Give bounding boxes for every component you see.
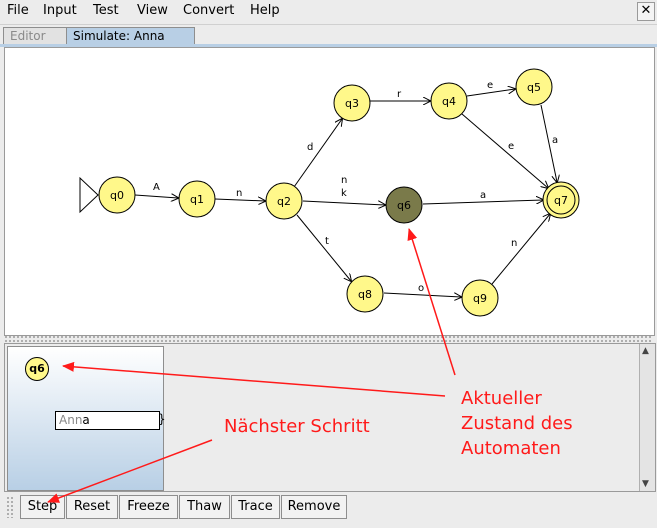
trace-button[interactable]: Trace	[231, 495, 280, 519]
tab-bar: Editor Simulate: Anna	[0, 25, 657, 45]
menu-convert[interactable]: Convert	[183, 3, 235, 18]
menu-input[interactable]: Input	[43, 3, 77, 18]
toolbar-grip[interactable]	[6, 496, 14, 518]
scroll-up-icon[interactable]: ▲	[642, 346, 649, 356]
reset-button[interactable]: Reset	[66, 495, 118, 519]
vertical-scrollbar[interactable]: ▲ ▼	[639, 344, 655, 491]
splitter-handle[interactable]	[4, 335, 653, 342]
annotation-current-state: Aktueller Zustand des Automaten	[461, 388, 573, 459]
tape-end-icon: }	[158, 412, 166, 426]
annotation-next-step: Nächster Schritt	[224, 416, 370, 437]
automaton-canvas[interactable]	[4, 47, 655, 336]
simulation-toolbar: Step Reset Freeze Thaw Trace Remove	[0, 492, 657, 528]
current-state-badge: q6	[25, 357, 49, 381]
tape-read-portion: Ann	[59, 413, 83, 427]
step-button[interactable]: Step	[20, 495, 65, 519]
menu-test[interactable]: Test	[93, 3, 119, 18]
menu-view[interactable]: View	[137, 3, 168, 18]
tab-simulate[interactable]: Simulate: Anna	[66, 27, 195, 45]
input-tape: Anna	[55, 411, 160, 430]
menu-help[interactable]: Help	[250, 3, 280, 18]
thaw-button[interactable]: Thaw	[179, 495, 230, 519]
scroll-down-icon[interactable]: ▼	[642, 479, 649, 489]
close-icon[interactable]: ✕	[637, 2, 655, 21]
tab-editor[interactable]: Editor	[3, 27, 69, 45]
tab-strip	[0, 44, 657, 47]
remove-button[interactable]: Remove	[281, 495, 347, 519]
menu-file[interactable]: File	[7, 3, 29, 18]
freeze-button[interactable]: Freeze	[119, 495, 178, 519]
configuration-card[interactable]: q6 Anna }	[7, 346, 166, 491]
tape-remaining-portion: a	[82, 413, 90, 427]
menu-bar: File Input Test View Convert Help ✕	[0, 0, 657, 25]
